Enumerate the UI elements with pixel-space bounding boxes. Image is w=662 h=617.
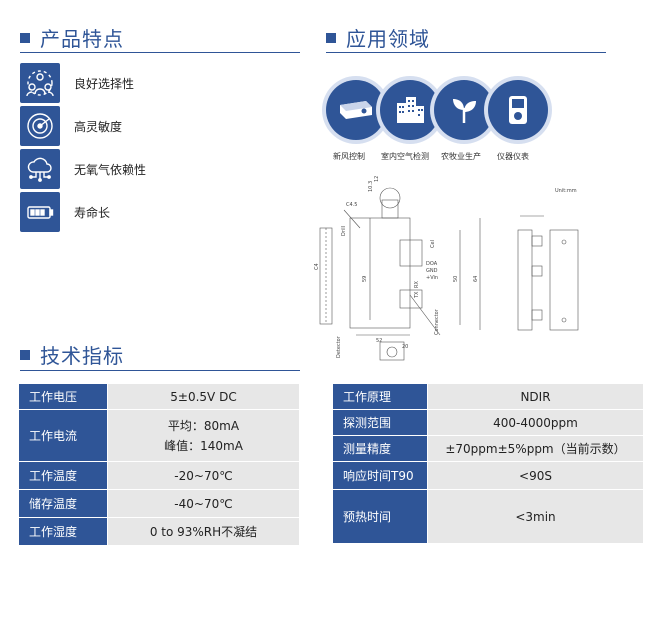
dim-label: 50 [453, 276, 459, 282]
table-row: 工作电压 5±0.5V DC [18, 383, 300, 410]
spec-key: 储存温度 [18, 489, 108, 518]
spec-key: 工作电压 [18, 383, 108, 410]
spec-value: 0 to 93%RH不凝结 [107, 517, 300, 546]
spec-value: <3min [427, 489, 644, 544]
spec-value: 平均：80mA 峰值：140mA [107, 409, 300, 462]
spec-value: -20~70℃ [107, 461, 300, 490]
table-row: 储存温度 -40~70℃ [18, 489, 300, 518]
dim-label: C4 [314, 263, 320, 270]
feature-item: 高灵敏度 [20, 106, 122, 146]
applications-divider [326, 52, 606, 53]
section-marker [20, 32, 30, 43]
dimension-drawing: Unit:mm DOA GND +Vin TX RX Detector Conn… [314, 176, 579, 361]
table-row: 测量精度 ±70ppm±5%ppm（当前示数） [332, 435, 644, 462]
section-marker [20, 349, 30, 360]
table-row: 工作原理 NDIR [332, 383, 644, 410]
spec-key: 工作原理 [332, 383, 428, 410]
spec-key: 测量精度 [332, 435, 428, 462]
features-divider [20, 52, 300, 53]
dim-label: 59 [362, 276, 368, 282]
spec-key: 响应时间T90 [332, 461, 428, 490]
spec-value-line: 平均：80mA [167, 418, 240, 433]
uart-label: TX [414, 291, 420, 299]
feature-label: 高灵敏度 [74, 119, 123, 134]
feature-label: 无氧气依赖性 [74, 162, 147, 177]
spec-value: 5±0.5V DC [107, 383, 300, 410]
dim-label: 12 [374, 176, 380, 182]
specs-table-left: 工作电压 5±0.5V DC 工作电流 平均：80mA 峰值：140mA 工作温… [18, 383, 300, 546]
drawing-unit: Unit:mm [555, 188, 577, 194]
table-row: 工作电流 平均：80mA 峰值：140mA [18, 409, 300, 462]
pin-label: DOA [426, 261, 438, 267]
specs-section-title: 技术指标 [20, 340, 124, 369]
table-row: 探测范围 400-4000ppm [332, 409, 644, 436]
people-network-icon [20, 63, 60, 103]
dim-label: C4.5 [346, 202, 357, 208]
dim-label: 10.3 [368, 181, 374, 192]
connector-label: Connector [434, 308, 440, 335]
table-row: 工作湿度 0 to 93%RH不凝结 [18, 517, 300, 546]
spec-key: 预热时间 [332, 489, 428, 544]
feature-item: 寿命长 [20, 192, 110, 232]
detector-label: Detector [336, 335, 342, 358]
application-label: 农牧业生产 [441, 152, 481, 161]
application-label: 新风控制 [333, 152, 365, 161]
cloud-circuit-icon [20, 149, 60, 189]
battery-icon [20, 192, 60, 232]
specs-divider [20, 370, 300, 371]
spec-value-line: 峰值：140mA [164, 438, 243, 453]
applications-section-title: 应用领域 [326, 23, 430, 52]
spec-value: ±70ppm±5%ppm（当前示数） [427, 435, 644, 462]
spec-value: <90S [427, 461, 644, 490]
applications-title: 应用领域 [346, 27, 430, 51]
features-title: 产品特点 [40, 27, 124, 51]
table-row: 工作温度 -20~70℃ [18, 461, 300, 490]
feature-label: 良好选择性 [74, 76, 135, 91]
uart-label: RX [414, 281, 420, 288]
applications-row [326, 80, 548, 140]
air-purifier-icon [326, 80, 386, 140]
application-label: 室内空气检测 [381, 152, 429, 161]
dim-label: 52 [376, 338, 382, 344]
spec-value: 400-4000ppm [427, 409, 644, 436]
building-icon [380, 80, 440, 140]
spec-value: -40~70℃ [107, 489, 300, 518]
section-marker [326, 32, 336, 43]
feature-label: 寿命长 [74, 205, 111, 220]
specs-title: 技术指标 [40, 344, 124, 368]
pin-label: GND [426, 268, 438, 274]
drill-label: Drill [341, 226, 347, 236]
plant-icon [434, 80, 494, 140]
spec-value: NDIR [427, 383, 644, 410]
cel-label: Cel [430, 240, 436, 248]
spec-key: 工作湿度 [18, 517, 108, 546]
instrument-icon [488, 80, 548, 140]
table-row: 预热时间 <3min [332, 489, 644, 544]
spec-key: 探测范围 [332, 409, 428, 436]
table-row: 响应时间T90 <90S [332, 461, 644, 490]
spec-key: 工作电流 [18, 409, 108, 462]
application-label: 仪器仪表 [497, 152, 529, 161]
specs-table-right: 工作原理 NDIR 探测范围 400-4000ppm 测量精度 ±70ppm±5… [332, 383, 644, 544]
radar-sensitivity-icon [20, 106, 60, 146]
pin-label: +Vin [426, 275, 438, 281]
feature-item: 良好选择性 [20, 63, 134, 103]
features-section-title: 产品特点 [20, 23, 124, 52]
dim-label: 20 [402, 344, 408, 350]
spec-key: 工作温度 [18, 461, 108, 490]
feature-item: 无氧气依赖性 [20, 149, 146, 189]
dim-label: 64 [473, 276, 479, 282]
